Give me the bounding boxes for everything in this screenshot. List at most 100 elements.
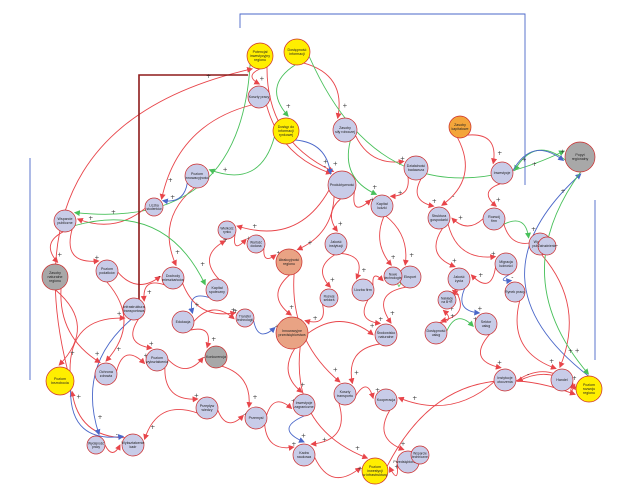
node-label: usług <box>432 333 441 337</box>
node-label: Transfer <box>239 314 252 318</box>
edge-n03-n55 <box>159 104 252 200</box>
edge-n34-n36 <box>116 354 146 372</box>
node-label: publiczne <box>57 221 72 225</box>
node-circle <box>424 321 448 345</box>
node-circle <box>504 281 526 303</box>
polarity-sign-n05-n14: + <box>372 184 377 191</box>
edge-n42-n43 <box>217 410 245 424</box>
node-label: podatków <box>99 271 115 275</box>
node-label: firm <box>491 219 497 223</box>
polarity-sign-n03-n55: + <box>168 177 173 184</box>
node-label: Instytucje <box>497 376 512 380</box>
edge-n25-n30 <box>383 286 406 324</box>
node-circle <box>275 248 303 276</box>
node-label: transportu <box>337 394 353 398</box>
edge-n31-n28 <box>69 314 126 372</box>
node-label: Kapitał <box>377 202 388 206</box>
node-label: Wartość <box>250 240 262 244</box>
node-label: instytucji <box>329 244 343 248</box>
node-label: techniczne <box>412 455 428 459</box>
node-label: Kapitał <box>212 286 223 290</box>
polarity-sign-n24-n51: + <box>223 237 228 244</box>
node-label: Liczba firm <box>354 288 371 292</box>
node-label: Poziom <box>151 356 163 360</box>
node-circle <box>410 445 430 465</box>
node-label: Koszty <box>340 390 351 394</box>
node-circle <box>184 163 210 189</box>
edge-n51-n52 <box>234 233 247 247</box>
node-label: rynku <box>223 230 231 234</box>
node-label: technologie <box>385 276 402 280</box>
polarity-sign-n22-n35: + <box>289 304 294 311</box>
node-circle <box>361 457 389 485</box>
polarity-sign-n32-n58: + <box>449 306 454 313</box>
polarity-sign-n08-n21: + <box>175 249 180 256</box>
node-label: Zasoby <box>454 123 466 127</box>
node-label: pracy <box>92 445 100 449</box>
polarity-sign-n01-n09: + <box>323 158 328 165</box>
node-circle <box>94 362 118 386</box>
node-label: regionu <box>254 58 266 62</box>
polarity-sign-n07-n11: + <box>522 157 527 164</box>
node-circle <box>235 308 255 328</box>
node-circle <box>272 117 300 145</box>
polarity-sign-n09-n23: + <box>338 221 343 228</box>
node-label: Poziom <box>54 377 66 381</box>
edge-n58-n26 <box>451 289 459 296</box>
polarity-sign-n45-n39: - <box>527 371 529 378</box>
edge-n24-n29 <box>188 295 210 315</box>
edge-layer <box>29 13 596 479</box>
node-label: Poziom <box>191 172 203 176</box>
node-n27: Liczba firm <box>351 278 375 302</box>
node-label: ludności <box>499 264 512 268</box>
node-circle <box>204 345 228 369</box>
polarity-sign-n40-n47: + <box>322 436 327 443</box>
polarity-sign-n17-n18: - <box>511 274 513 281</box>
node-label: Koszty pracy <box>249 95 270 99</box>
polarity-sign-n13-n17: + <box>491 251 496 258</box>
node-n43: Przemysł <box>244 406 268 430</box>
edge-n23-n27 <box>341 253 362 280</box>
edge-n23-n57 <box>322 254 335 288</box>
node-circle <box>246 234 266 254</box>
edge-n16-n19 <box>50 231 64 263</box>
node-label: Wielkość <box>220 226 234 230</box>
node-circle <box>205 278 229 302</box>
node-label: innowacyjności <box>185 176 209 180</box>
node-label: mieszkańców <box>162 278 184 282</box>
node-label: wykształcenia <box>146 360 168 364</box>
edge-n35-n44 <box>287 348 303 393</box>
edge-n27-n59 <box>372 275 384 286</box>
edge-n37-n43 <box>221 365 253 409</box>
polarity-sign-n10-n13: + <box>432 198 437 205</box>
edge-n09-n14 <box>353 191 372 208</box>
node-label: Konkurencja <box>206 355 226 359</box>
edge-n27-n30 <box>363 299 382 326</box>
node-label: gospodarki <box>430 218 448 222</box>
node-label: społeczny <box>209 290 225 294</box>
node-circle <box>474 312 498 336</box>
node-circle <box>550 368 574 392</box>
edge-n39-n41 <box>397 381 495 407</box>
polarity-sign-n28-n54: + <box>98 414 103 421</box>
edge-n35-n30 <box>307 321 374 336</box>
node-label: Rynek pracy <box>505 290 525 294</box>
polarity-sign-n22-n40: + <box>333 367 338 374</box>
